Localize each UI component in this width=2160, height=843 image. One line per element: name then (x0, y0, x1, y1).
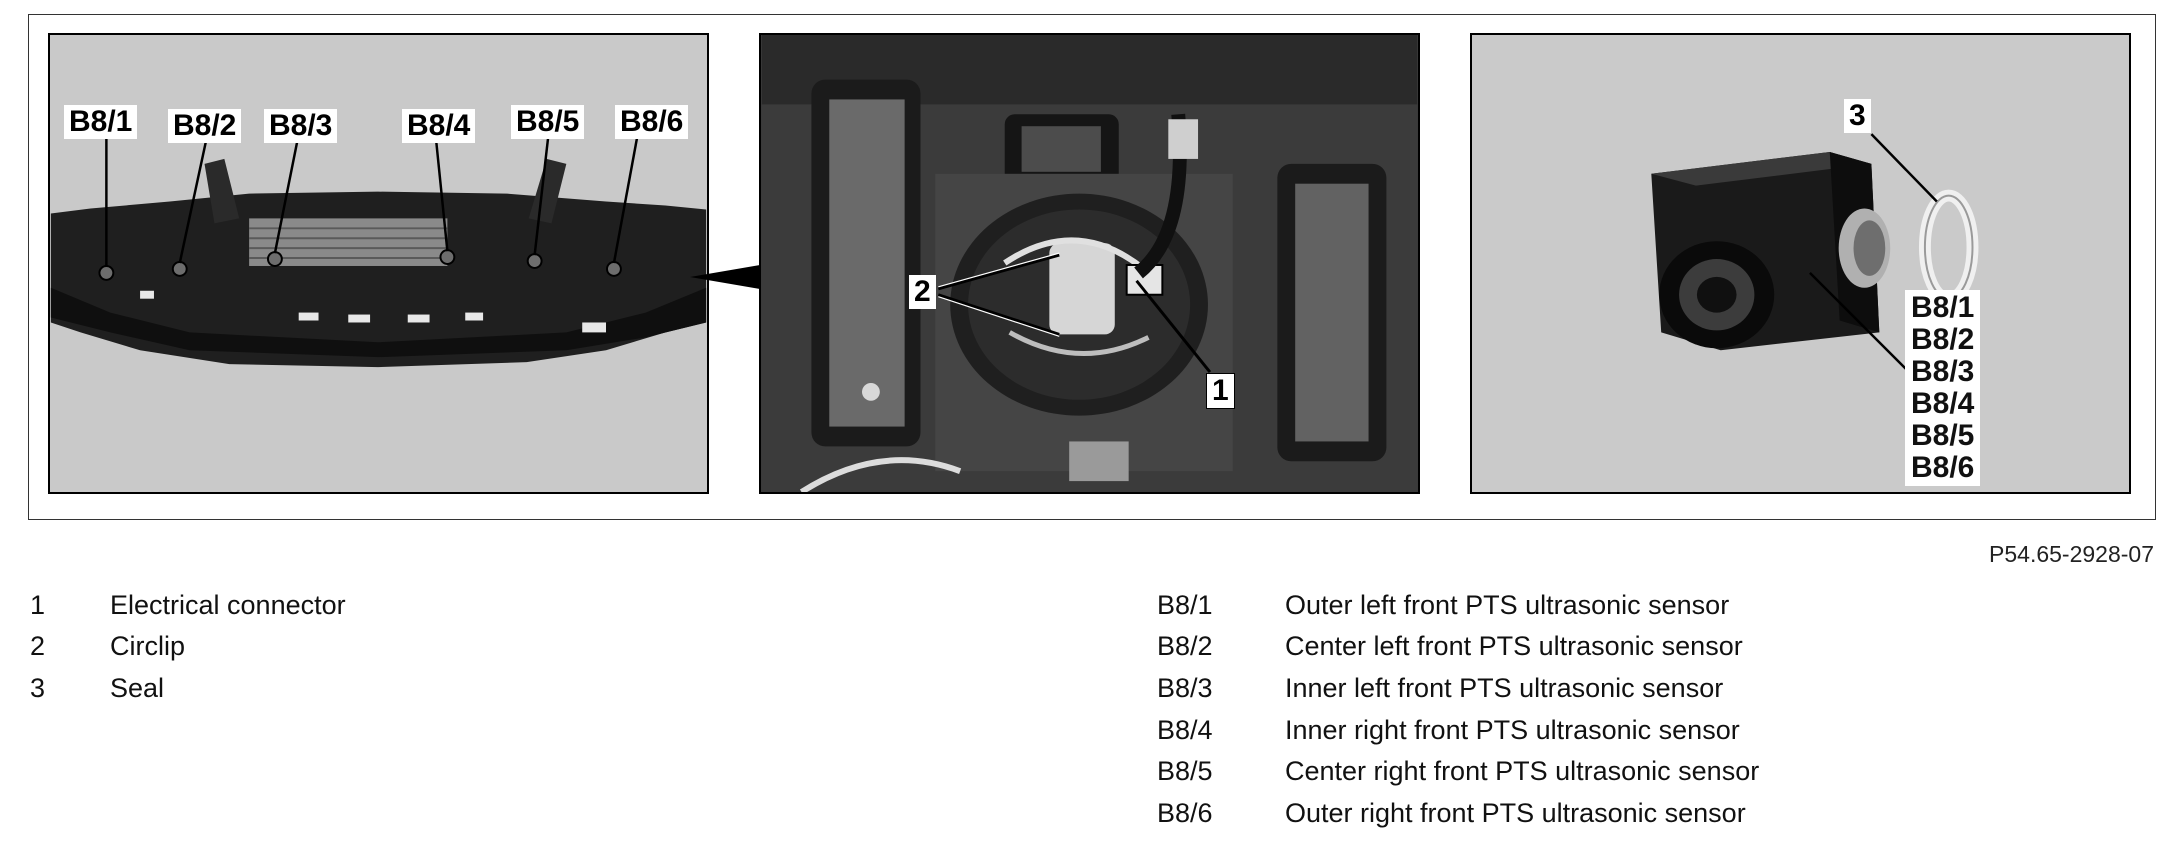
callout-seal: 3 (1844, 99, 1871, 133)
bumper-overview-photo: B8/1 B8/2 B8/3 B8/4 B8/5 B8/6 (48, 33, 709, 494)
legend-number: B8/3 (1157, 673, 1213, 703)
callout-b8-5: B8/5 (511, 105, 585, 139)
callout-circlip: 2 (909, 275, 936, 309)
callout-b8-2: B8/2 (168, 109, 242, 143)
bumper-illustration (50, 133, 707, 368)
legend-description: Circlip (110, 631, 186, 661)
legend-description: Outer left front PTS ultrasonic sensor (1285, 590, 1730, 620)
sensor-label: B8/2 (1911, 323, 1975, 356)
sensor-label: B8/6 (1911, 451, 1975, 484)
legend-number: 2 (30, 631, 46, 661)
legend-description: Inner right front PTS ultrasonic sensor (1285, 715, 1740, 745)
legend-number: B8/6 (1157, 798, 1213, 828)
callout-connector: 1 (1206, 373, 1235, 409)
sensor-label: B8/1 (1911, 291, 1975, 324)
legend-description: Electrical connector (110, 590, 346, 620)
figure-id: P54.65-2928-07 (1989, 541, 2154, 567)
legend-description: Outer right front PTS ultrasonic sensor (1285, 798, 1746, 828)
legend-description: Center left front PTS ultrasonic sensor (1285, 631, 1743, 661)
sensor-closeup-photo: 2 1 (759, 33, 1420, 494)
detail-pointer-arrow (690, 265, 760, 289)
sensor-label: B8/5 (1911, 419, 1975, 452)
sensor-seal-illustration (1651, 133, 1979, 383)
legend-number: B8/2 (1157, 631, 1213, 661)
legend-number: B8/5 (1157, 756, 1213, 786)
sensor-seal-photo: 3 (1470, 33, 2131, 494)
sensor-callout-stack: B8/1 B8/2 B8/3 B8/4 B8/5 B8/6 (1905, 290, 1981, 486)
callout-b8-1: B8/1 (64, 105, 138, 139)
sensor-label: B8/4 (1911, 387, 1975, 420)
legend-description: Inner left front PTS ultrasonic sensor (1285, 673, 1724, 703)
sensor-label: B8/3 (1911, 355, 1975, 388)
legend-description: Seal (110, 673, 165, 703)
legend-number: 1 (30, 590, 46, 620)
callout-b8-4: B8/4 (402, 109, 476, 143)
sensor-closeup-illustration (761, 35, 1418, 492)
callout-b8-3: B8/3 (264, 109, 338, 143)
callout-b8-6: B8/6 (615, 105, 689, 139)
legend-number: 3 (30, 673, 46, 703)
legend-number: B8/1 (1157, 590, 1213, 620)
legend-number: B8/4 (1157, 715, 1213, 745)
legend-description: Center right front PTS ultrasonic sensor (1285, 756, 1760, 786)
